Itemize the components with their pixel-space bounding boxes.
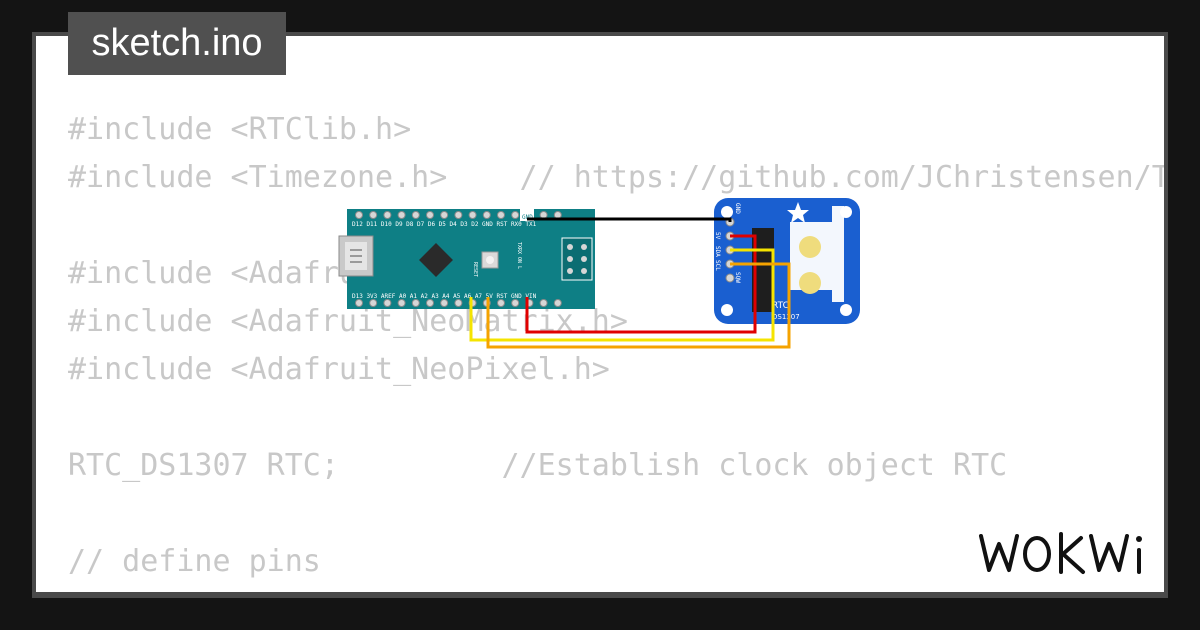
header-pin[interactable] [440, 299, 449, 307]
code-line: #include <Timezone.h> // https://github.… [68, 160, 1164, 195]
code-line: // define pins [68, 544, 321, 579]
coin-cell-holder [790, 206, 844, 302]
nano-top-pin-labels: D12 D11 D10 D9 D8 D7 D6 D5 D4 D3 D2 GND … [352, 221, 537, 228]
reset-button[interactable] [481, 251, 499, 269]
rtc-pin-sda: SDA [714, 246, 721, 257]
wire-scl[interactable] [486, 262, 791, 349]
reset-label: RESET [472, 262, 478, 277]
header-pin[interactable] [497, 299, 505, 307]
header-pin[interactable] [468, 211, 477, 219]
header-pin[interactable] [511, 299, 520, 307]
nano-bottom-pin-labels: D13 3V3 AREF A0 A1 A2 A3 A4 A5 A6 A7 5V … [352, 293, 537, 300]
header-pin[interactable] [383, 299, 392, 307]
wokwi-logo [979, 532, 1142, 574]
nano-bottom-header [355, 299, 562, 307]
header-pin[interactable] [440, 211, 449, 219]
header-pin[interactable] [539, 211, 548, 219]
header-pin[interactable] [553, 211, 562, 219]
icsp-header [561, 237, 593, 281]
header-pin[interactable] [454, 299, 463, 307]
sketch-card: #include <RTClib.h> #include <Timezone.h>… [36, 36, 1164, 592]
header-pin[interactable] [482, 211, 491, 219]
rtc-chip-label: DS1307 [772, 313, 800, 321]
wire-gnd[interactable] [527, 217, 732, 222]
header-pin[interactable] [553, 299, 562, 307]
code-line: #include <Adafruit_NeoMatrix.h> [68, 304, 628, 339]
wire-5v[interactable] [525, 234, 757, 334]
header-pin[interactable] [426, 211, 434, 219]
rtc-header [725, 217, 735, 283]
rtc-name-label: RTC [772, 301, 789, 311]
header-pin[interactable] [426, 299, 434, 307]
header-pin[interactable] [383, 211, 392, 219]
rtc-pin-sqw: SQW [734, 272, 741, 283]
code-line: #include <Adafruit_NeoPixel.h> [68, 352, 610, 387]
header-pin[interactable] [411, 299, 420, 307]
microcontroller-chip [419, 243, 453, 277]
code-line: RTC_DS1307 RTC; //Establish clock object… [68, 448, 1008, 483]
header-pin[interactable] [397, 299, 406, 307]
header-pin[interactable] [397, 211, 406, 219]
nano-pcb [347, 209, 595, 309]
usb-connector-icon [338, 235, 374, 277]
header-pin[interactable] [369, 211, 378, 219]
header-pin[interactable] [497, 211, 505, 219]
rtc-pin-gnd: GND [734, 203, 741, 214]
led-labels: TXRX ON L [516, 242, 522, 269]
header-pin[interactable] [355, 211, 363, 219]
rtc-ds1307-module[interactable]: GND 5V SDA SCL SQW RTC DS1307 [714, 198, 860, 324]
rtc-pin-5v: 5V [714, 232, 721, 240]
code-line: #include <RTClib.h> [68, 112, 412, 147]
header-pin[interactable] [355, 299, 363, 307]
header-pin[interactable] [539, 299, 548, 307]
arduino-nano-board[interactable]: D12 D11 D10 D9 D8 D7 D6 D5 D4 D3 D2 GND … [338, 209, 595, 309]
header-pin[interactable] [411, 211, 420, 219]
wire-sda[interactable] [469, 248, 775, 342]
header-pin[interactable] [369, 299, 378, 307]
header-pin[interactable] [511, 211, 520, 219]
header-pin[interactable] [454, 211, 463, 219]
file-tab[interactable]: sketch.ino [68, 12, 286, 75]
adafruit-star-icon [787, 202, 809, 223]
rtc-pin-scl: SCL [714, 260, 721, 271]
